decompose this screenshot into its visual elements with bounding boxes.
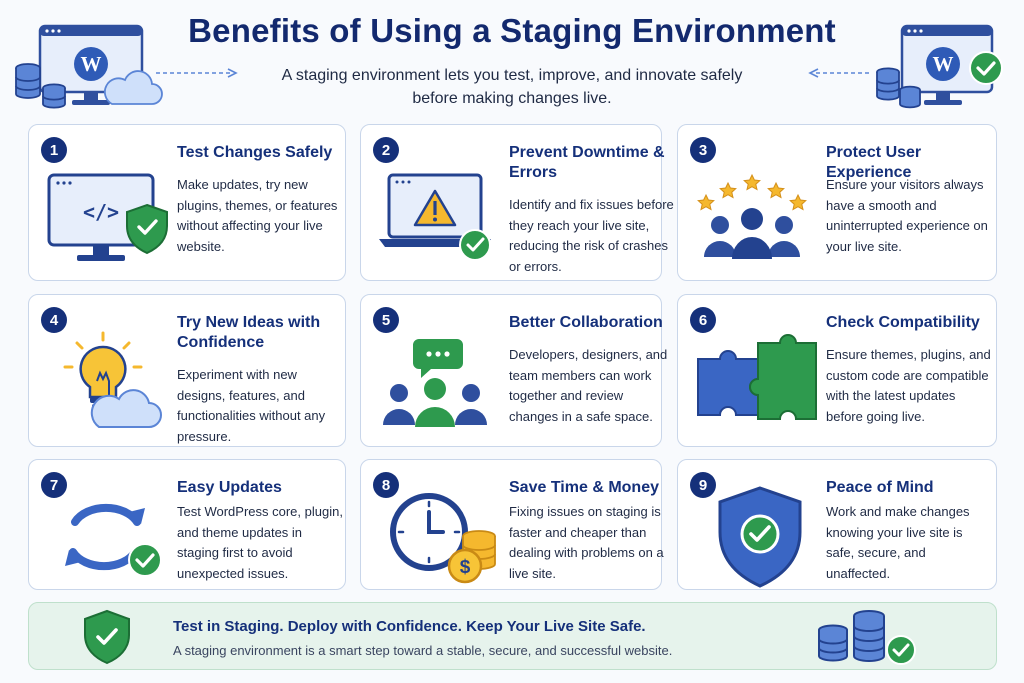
shield-check-icon <box>718 486 802 588</box>
svg-text:W: W <box>81 52 102 76</box>
card-title: Better Collaboration <box>509 314 663 331</box>
footer-description: A staging environment is a smart step to… <box>173 643 673 658</box>
card-title: Easy Updates <box>177 479 282 496</box>
card-number: 6 <box>690 307 716 333</box>
card-number: 2 <box>373 137 399 163</box>
card-title: Prevent Downtime & Errors <box>509 144 665 181</box>
benefit-card-6: 6 Check Compatibility Ensure themes, plu… <box>677 294 997 447</box>
card-number: 3 <box>690 137 716 163</box>
card-description: Test WordPress core, plugin, and theme u… <box>177 504 343 581</box>
card-number: 8 <box>373 472 399 498</box>
card-title: Check Compatibility <box>826 314 980 331</box>
puzzle-icon <box>697 334 817 420</box>
wordpress-monitor-check-icon: W <box>876 24 1003 109</box>
check-icon <box>969 51 1003 85</box>
cloud-icon <box>103 70 163 105</box>
refresh-check-icon <box>65 503 162 577</box>
page-subtitle: A staging environment lets you test, imp… <box>281 67 743 107</box>
card-description: Make updates, try new plugins, themes, o… <box>177 177 338 254</box>
benefit-card-9: 9 Peace of Mind Work and make changes kn… <box>677 459 997 590</box>
benefit-card-8: 8 $ Save Time & Money Fixing issues on s… <box>360 459 664 590</box>
database-icon <box>876 67 921 109</box>
card-title: Peace of Mind <box>826 479 934 496</box>
monitor-code-shield-icon: </> <box>47 173 168 261</box>
card-number: 9 <box>690 472 716 498</box>
shield-check-icon <box>84 609 130 665</box>
card-title: Try New Ideas with Confidence <box>177 314 321 351</box>
card-number: 4 <box>41 307 67 333</box>
card-description: Ensure themes, plugins, and custom code … <box>826 347 991 424</box>
benefit-card-4: 4 Try New Ideas with Confidence Experime… <box>28 294 346 447</box>
clock-coins-icon: $ <box>390 493 496 584</box>
laptop-warning-icon <box>379 173 491 261</box>
dashed-arrow-right-icon <box>156 68 238 78</box>
database-icon <box>15 63 66 109</box>
footer-title: Test in Staging. Deploy with Confidence.… <box>173 618 646 635</box>
card-description: Work and make changes knowing your live … <box>826 504 970 581</box>
card-number: 5 <box>373 307 399 333</box>
card-number: 1 <box>41 137 67 163</box>
card-title: Save Time & Money <box>509 479 659 496</box>
benefit-card-2: 2 Prevent Downtime & Errors Identify and… <box>360 124 674 281</box>
card-title: Test Changes Safely <box>177 144 333 161</box>
users-stars-icon <box>697 173 807 259</box>
card-description: Identify and fix issues before they reac… <box>509 197 674 274</box>
svg-text:$: $ <box>460 557 471 578</box>
wordpress-monitor-icon: W <box>15 24 163 109</box>
benefit-card-7: 7 Easy Updates Test WordPress core, plug… <box>28 459 346 590</box>
card-description: Experiment with new designs, features, a… <box>177 367 326 444</box>
card-number: 7 <box>41 472 67 498</box>
svg-text:</>: </> <box>83 200 119 224</box>
svg-text:W: W <box>933 52 954 76</box>
benefit-card-5: 5 Better Collaboration Developers, desig… <box>360 294 667 447</box>
dashed-arrow-left-icon <box>808 68 870 78</box>
page-title: Benefits of Using a Staging Environment <box>188 12 836 49</box>
team-chat-icon <box>383 339 487 427</box>
benefit-card-3: 3 Protect User Experience Ensure your vi… <box>677 124 997 281</box>
card-description: Fixing issues on staging is faster and c… <box>509 504 664 581</box>
lightbulb-cloud-icon <box>63 331 162 428</box>
footer-banner: Test in Staging. Deploy with Confidence.… <box>28 602 997 670</box>
card-description: Ensure your visitors always have a smoot… <box>826 177 988 254</box>
card-title: Protect User Experience <box>826 144 922 181</box>
database-check-icon <box>818 610 916 665</box>
card-description: Developers, designers, and team members … <box>509 347 668 424</box>
benefit-card-1: 1 </> Test Changes Safely Make updates, … <box>28 124 346 281</box>
